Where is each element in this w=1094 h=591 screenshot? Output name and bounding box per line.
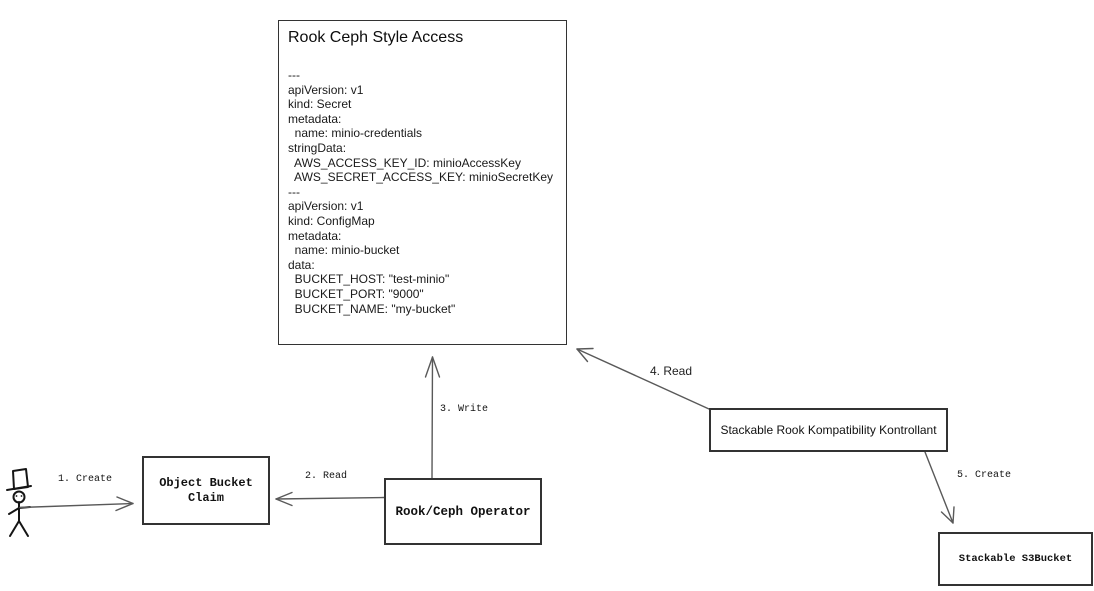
yaml-line: data:: [288, 257, 315, 272]
edge-label-1-create: 1. Create: [58, 474, 113, 485]
yaml-line: metadata:: [288, 111, 342, 126]
edge-4-read-arrow: [576, 347, 710, 410]
node-stackable-s3bucket: Stackable S3Bucket: [938, 532, 1093, 586]
yaml-line: ---: [288, 68, 300, 82]
node-stackable-rook-kompatibility-kontrollant: Stackable Rook Kompatibility Kontrollant: [709, 408, 948, 452]
yaml-line: stringData:: [288, 140, 347, 155]
yaml-line: AWS_ACCESS_KEY_ID: minioAccessKey: [288, 155, 521, 170]
yaml-line: BUCKET_HOST: "test-minio": [288, 272, 450, 287]
yaml-line: ---: [288, 184, 300, 199]
edge-label-4-read: 4. Read: [650, 364, 693, 378]
yaml-line: BUCKET_PORT: "9000": [288, 286, 424, 301]
node-label: Stackable Rook Kompatibility Kontrollant: [720, 423, 937, 437]
yaml-line: kind: Secret: [288, 97, 352, 112]
edge-label-3-write: 3. Write: [440, 404, 489, 415]
edge-5-create-arrow: [924, 451, 955, 524]
node-label: Stackable S3Bucket: [958, 553, 1073, 565]
edge-label-5-create: 5. Create: [957, 470, 1012, 481]
yaml-line: BUCKET_NAME: "my-bucket": [288, 301, 456, 316]
yaml-line: apiVersion: v1: [288, 82, 364, 97]
yaml-line: apiVersion: v1: [288, 199, 364, 214]
yaml-line: metadata:: [288, 228, 342, 243]
edge-2-read-arrow: [275, 491, 385, 507]
yaml-line: AWS_SECRET_ACCESS_KEY: minioSecretKey: [288, 170, 553, 185]
node-label: Rook/Ceph Operator: [395, 504, 531, 519]
node-label: Object Bucket Claim: [159, 475, 253, 505]
yaml-line: name: minio-bucket: [288, 243, 400, 258]
node-title: Rook Ceph Style Access: [288, 29, 464, 46]
node-rook-ceph-operator: Rook/Ceph Operator: [384, 478, 542, 545]
user-stick-figure-icon: [6, 468, 32, 537]
edge-3-write-arrow: [424, 356, 441, 479]
node-object-bucket-claim: Object Bucket Claim: [142, 456, 270, 525]
edge-1-create-arrow: [19, 496, 134, 512]
yaml-line: kind: ConfigMap: [288, 213, 375, 228]
node-rook-ceph-style-access: Rook Ceph Style Access ---apiVersion: v1…: [278, 20, 567, 345]
yaml-line: name: minio-credentials: [288, 126, 423, 141]
edge-label-2-read: 2. Read: [305, 471, 348, 482]
